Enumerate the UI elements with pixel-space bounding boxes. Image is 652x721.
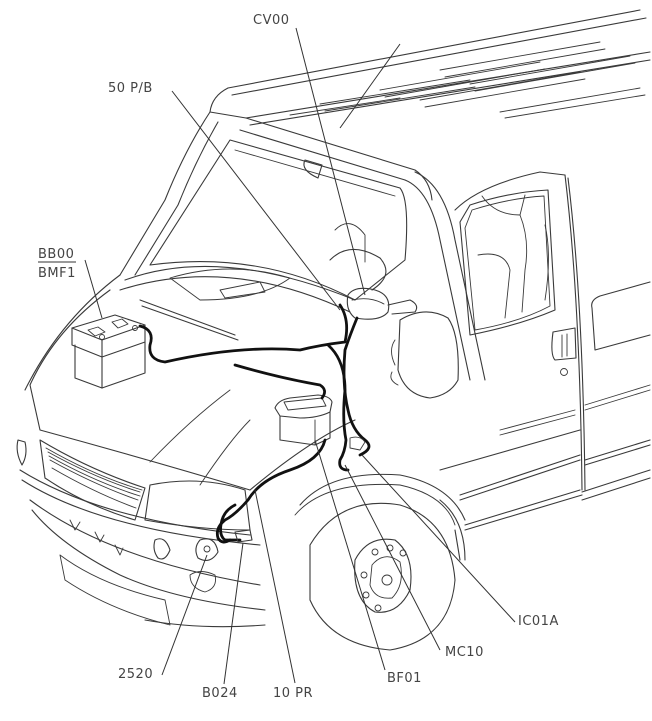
bumper xyxy=(19,469,266,628)
grille xyxy=(39,439,146,521)
label-10pr: 10 PR xyxy=(273,686,313,701)
leader-bb00 xyxy=(84,259,103,319)
front-door xyxy=(439,171,586,531)
wiper-left xyxy=(139,299,239,341)
label-50pb: 50 P/B xyxy=(108,81,153,96)
label-bmf1: BMF1 xyxy=(38,266,76,281)
leader-bf01 xyxy=(314,439,386,671)
rearview-mirror xyxy=(303,159,323,179)
seat xyxy=(477,194,549,319)
roof xyxy=(209,9,651,126)
wire-battery-main xyxy=(138,303,349,364)
wire-mirror-drop xyxy=(342,316,371,457)
leader-50pb xyxy=(171,90,341,311)
steering-wheel xyxy=(329,223,387,291)
front-wheel xyxy=(294,473,466,651)
roof-ribs xyxy=(289,41,646,119)
wire-front-lamp xyxy=(215,438,327,544)
wire-cowl-to-fusebox xyxy=(233,363,326,400)
door-handle xyxy=(551,327,577,376)
side-mirror xyxy=(346,287,459,399)
leader-ic01a xyxy=(361,454,516,623)
cab-body xyxy=(119,111,486,381)
headlight-left xyxy=(16,439,27,466)
label-ic01a: IC01A xyxy=(518,614,559,629)
wire-horn xyxy=(219,503,242,542)
fuse-box xyxy=(274,394,333,446)
windshield xyxy=(149,139,408,301)
leader-2520 xyxy=(161,554,208,676)
label-cv00: CV00 xyxy=(253,13,290,28)
leader-10pr xyxy=(254,489,296,684)
cowl xyxy=(119,265,356,313)
leader-mc10 xyxy=(344,464,441,651)
label-bb00: BB00 xyxy=(38,247,74,262)
a-pillar-right xyxy=(404,171,486,381)
label-mc10: MC10 xyxy=(445,645,484,660)
leader-lines xyxy=(38,27,516,685)
battery xyxy=(71,314,146,389)
wire-to-front xyxy=(326,343,350,472)
leader-cv00 xyxy=(295,27,366,296)
label-bf01: BF01 xyxy=(387,671,422,686)
side-panel xyxy=(581,281,651,501)
wiring-harness xyxy=(138,303,371,544)
leader-roof xyxy=(339,43,401,129)
label-2520: 2520 xyxy=(118,667,153,682)
callout-labels: CV00 50 P/B BB00 BMF1 2520 B024 10 PR BF… xyxy=(38,13,559,701)
label-b024: B024 xyxy=(202,686,238,701)
leader-b024 xyxy=(223,542,244,685)
